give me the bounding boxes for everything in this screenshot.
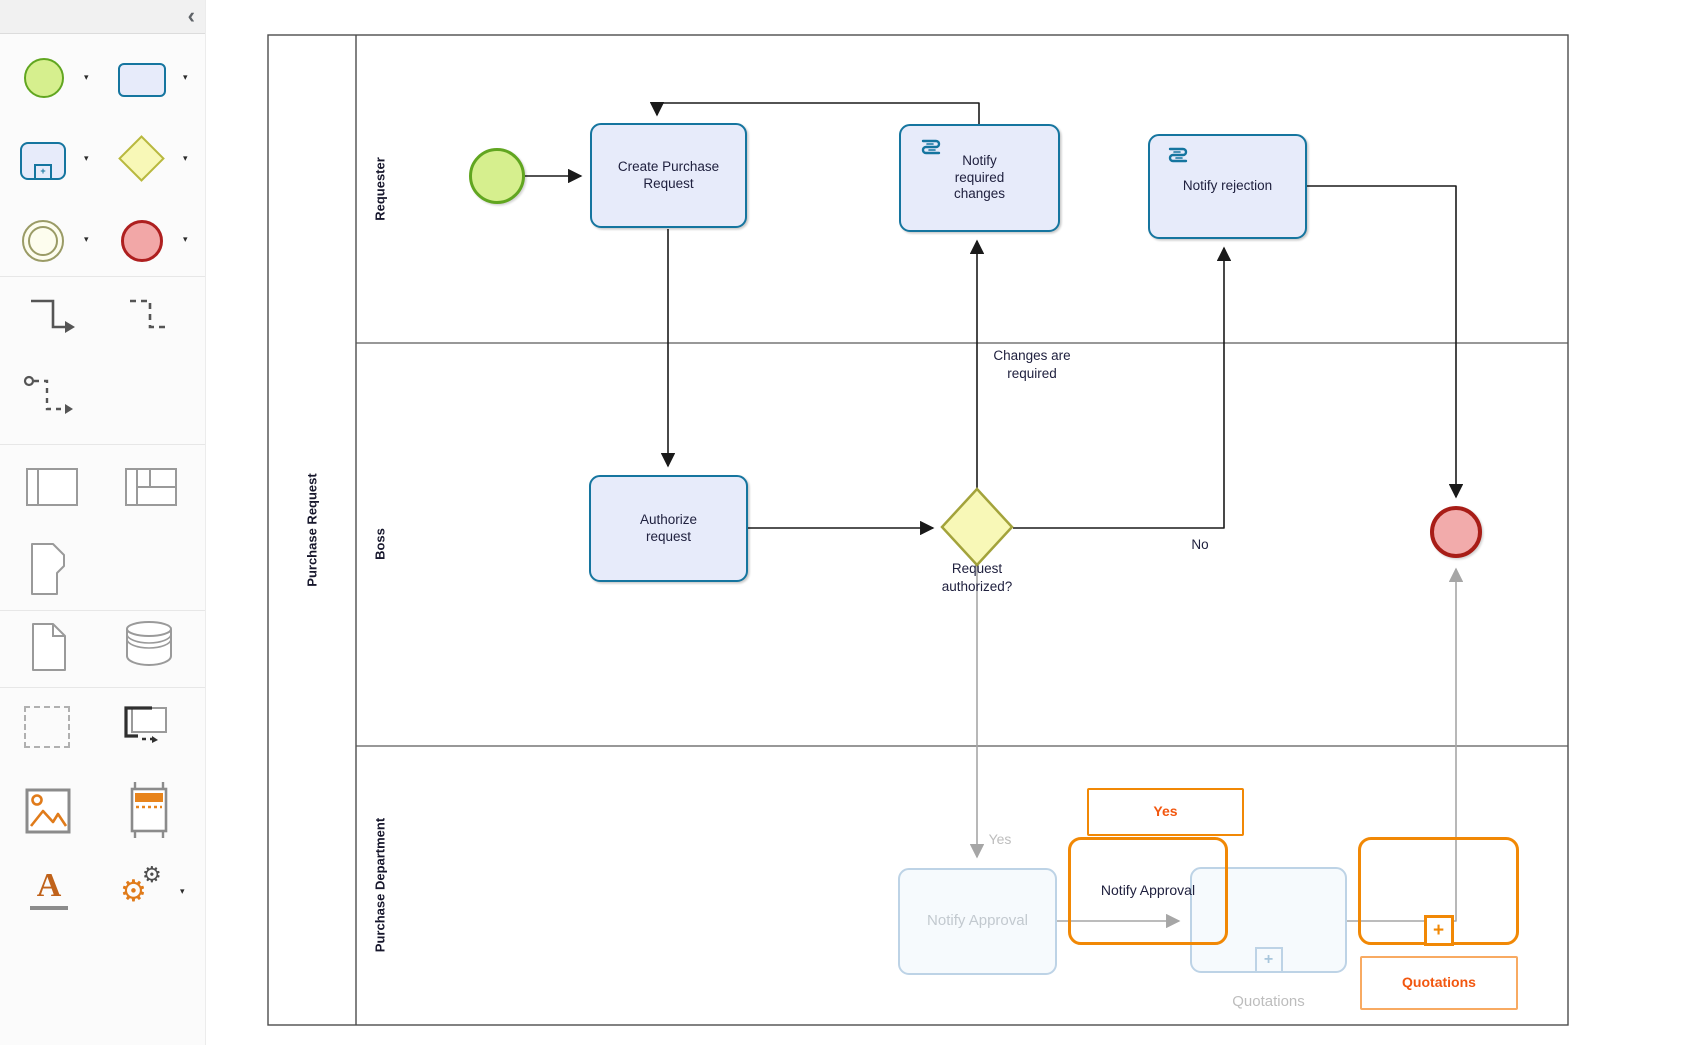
task-label: Notify required changes <box>953 152 1006 202</box>
chevron-down-icon[interactable]: ▾ <box>84 72 89 82</box>
edge-label-yes-ghost[interactable]: Yes <box>988 831 1012 847</box>
image-shape-icon[interactable] <box>24 787 72 835</box>
pool-shape-icon[interactable] <box>25 467 79 507</box>
chevron-down-icon[interactable]: ▾ <box>183 153 188 163</box>
off-page-connector-icon[interactable] <box>26 540 72 598</box>
lane-label-purchase-department[interactable]: Purchase Department <box>372 817 388 953</box>
drag-preview-quotations-subprocess[interactable]: + <box>1358 837 1519 946</box>
chevron-down-icon[interactable]: ▾ <box>183 72 188 82</box>
task-notify-rejection[interactable]: Notify rejection <box>1148 134 1307 239</box>
edge-notifychanges-to-create[interactable] <box>649 102 980 124</box>
text-tool-icon[interactable]: A <box>30 866 68 910</box>
sidebar-header: ‹ <box>0 0 205 34</box>
task-create-purchase-request[interactable]: Create Purchase Request <box>590 123 747 228</box>
start-event-shape-icon[interactable] <box>24 58 64 98</box>
end-event-shape-icon[interactable] <box>121 220 163 262</box>
task-label: Create Purchase Request <box>617 158 720 191</box>
connector-solid-icon[interactable] <box>25 293 81 353</box>
chevron-down-icon[interactable]: ▾ <box>180 886 185 896</box>
task-notify-required-changes[interactable]: Notify required changes <box>899 124 1060 232</box>
pool-with-lanes-shape-icon[interactable] <box>124 467 178 507</box>
subprocess-expand-icon: + <box>34 164 52 180</box>
subprocess-expand-icon[interactable]: + <box>1423 915 1454 946</box>
pool-purchase-request[interactable] <box>267 34 1569 1026</box>
gear-icon[interactable]: ⚙ <box>120 875 147 908</box>
shapes-sidebar: ‹ ▾ ▾ + ▾ ▾ ▾ ▾ <box>0 0 206 1045</box>
gateway-request-authorized[interactable] <box>940 487 1014 567</box>
edge-label-request-authorized[interactable]: Request authorized? <box>941 561 1013 594</box>
subprocess-quotations-ghost-label: Quotations <box>1232 993 1305 1010</box>
mockup-frame-shape-icon[interactable] <box>126 782 172 838</box>
subprocess-expand-icon[interactable]: + <box>1254 947 1283 973</box>
lane-label-boss[interactable]: Boss <box>372 528 388 560</box>
sidebar-section-divider <box>0 444 205 445</box>
pool-label[interactable]: Purchase Request <box>304 473 320 587</box>
edge-label-text: Yes <box>1153 803 1178 820</box>
edge-quotations-to-end-ghost[interactable] <box>1347 567 1464 922</box>
callout-shape-icon[interactable] <box>118 702 172 752</box>
task-label: Notify Approval <box>1100 882 1196 899</box>
edge-label-no[interactable]: No <box>1191 537 1209 552</box>
edge-notifyrejection-to-end[interactable] <box>1307 185 1464 499</box>
chevron-down-icon[interactable]: ▾ <box>84 234 89 244</box>
edge-label-changes-required[interactable]: Changes are required <box>993 348 1071 381</box>
sidebar-section-divider <box>0 687 205 688</box>
connector-dashed-icon[interactable] <box>124 293 180 353</box>
task-shape-icon[interactable] <box>118 63 166 97</box>
sidebar-section-divider <box>0 276 205 277</box>
intermediate-event-inner-ring <box>28 226 58 256</box>
script-task-icon <box>1168 147 1188 163</box>
connector-association-icon[interactable] <box>23 373 83 433</box>
subprocess-shape-icon[interactable]: + <box>20 142 66 180</box>
gateway-shape-icon[interactable] <box>118 135 165 182</box>
gear-icon[interactable]: ⚙ <box>142 862 162 887</box>
drag-preview-quotations-label[interactable]: Quotations <box>1360 956 1518 1010</box>
end-event[interactable] <box>1430 506 1482 558</box>
database-shape-icon[interactable] <box>122 618 176 670</box>
start-event[interactable] <box>469 148 525 204</box>
task-label: Notify Approval <box>927 912 1028 930</box>
drag-preview-yes-label[interactable]: Yes <box>1087 788 1244 836</box>
script-task-icon <box>921 139 941 155</box>
task-label: Authorize request <box>639 511 698 544</box>
drag-preview-notify-approval[interactable]: Notify Approval <box>1068 837 1228 945</box>
collapse-sidebar-icon[interactable]: ‹ <box>187 3 195 28</box>
lane-label-requester[interactable]: Requester <box>372 157 388 221</box>
sidebar-section-divider <box>0 610 205 611</box>
task-label: Notify rejection <box>1182 178 1273 194</box>
document-shape-icon[interactable] <box>25 620 73 674</box>
task-notify-approval-ghost[interactable]: Notify Approval <box>898 868 1057 975</box>
subprocess-label-text: Quotations <box>1402 974 1476 991</box>
chevron-down-icon[interactable]: ▾ <box>183 234 188 244</box>
subprocess-quotations-ghost[interactable]: + <box>1190 867 1347 973</box>
edge-gateway-no-to-notifyrejection[interactable] <box>1013 246 1232 529</box>
dashed-frame-shape-icon[interactable] <box>24 706 70 748</box>
intermediate-event-shape-icon[interactable] <box>22 220 64 262</box>
task-authorize-request[interactable]: Authorize request <box>589 475 748 582</box>
chevron-down-icon[interactable]: ▾ <box>84 153 89 163</box>
